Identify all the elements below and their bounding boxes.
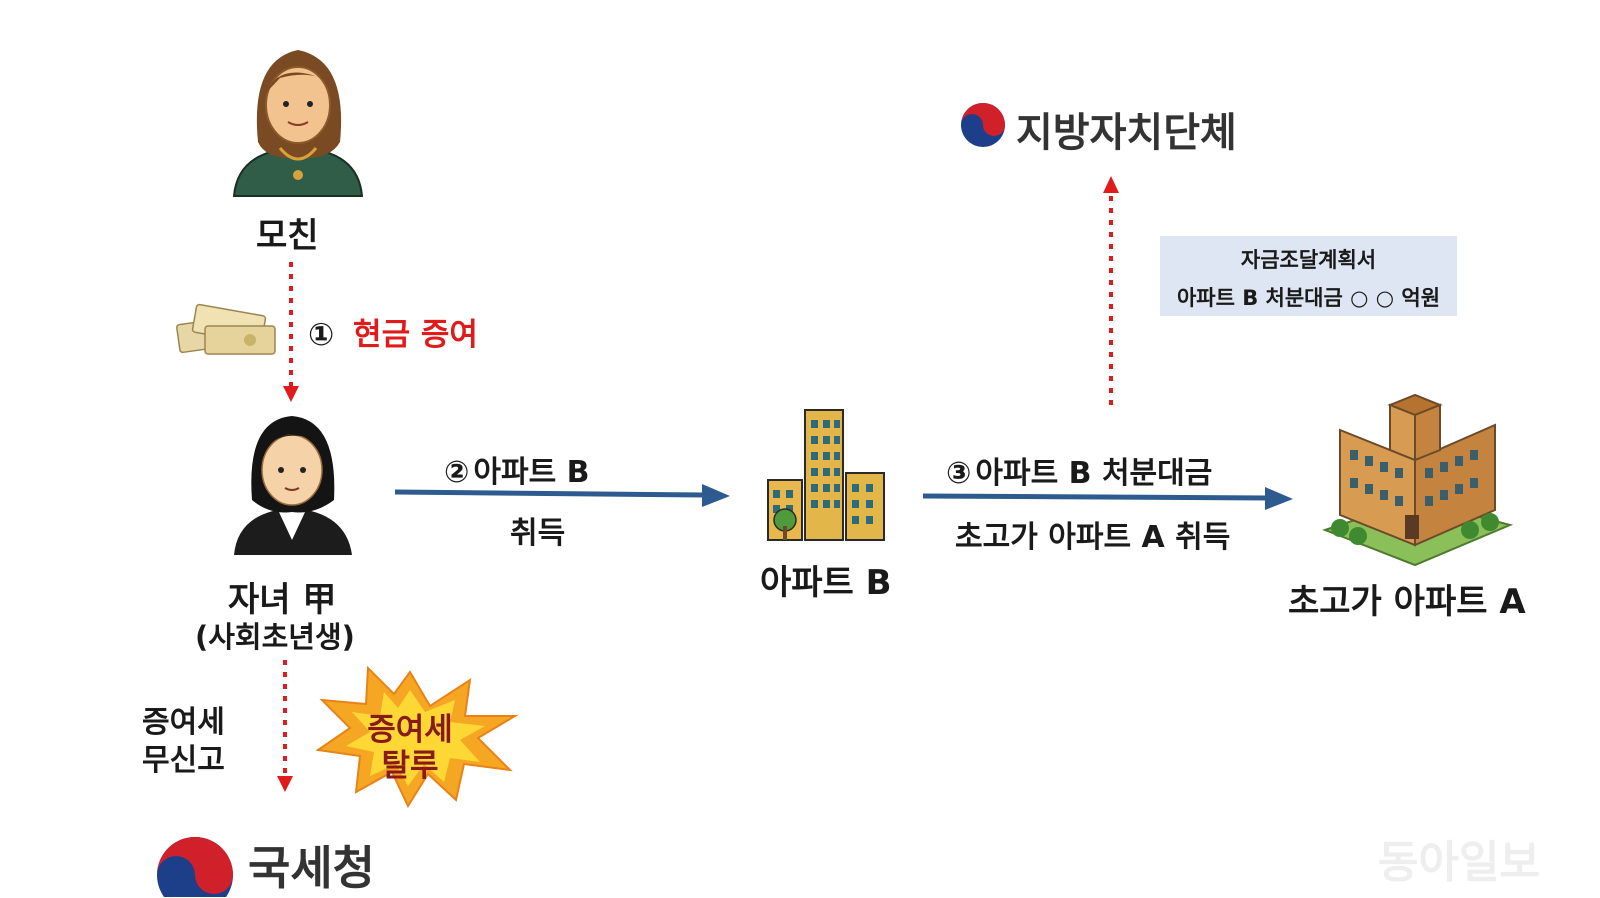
step2-arrow <box>394 484 730 507</box>
funding-plan-detail: 아파트 B 처분대금 ○ ○ 억원 <box>1176 286 1441 310</box>
child-icon <box>234 416 352 555</box>
burst-label: 증여세 탈루 <box>355 712 465 784</box>
apartment-b-icon <box>767 409 885 541</box>
unreported-label: 증여세 무신고 <box>142 704 225 780</box>
mother-icon <box>232 50 364 197</box>
step2-sublabel: 취득 <box>510 516 566 551</box>
unreported-line2: 무신고 <box>142 743 225 778</box>
report-arrow <box>1103 176 1119 405</box>
mother-label: 모친 <box>256 216 319 256</box>
funding-plan-box: 자금조달계획서 아파트 B 처분대금 ○ ○ 억원 <box>1160 236 1457 316</box>
watermark: 동아일보 <box>1378 837 1540 888</box>
step1-label: ① 현금 증여 <box>308 309 478 354</box>
step2-number: ② <box>444 455 470 490</box>
unreported-arrow <box>277 660 293 792</box>
step3-arrow <box>922 487 1293 510</box>
apartment-b-label: 아파트 B <box>760 563 892 603</box>
step3-number: ③ <box>946 456 972 491</box>
burst-line1: 증여세 <box>367 712 453 748</box>
apartment-a-label: 초고가 아파트 A <box>1288 582 1526 622</box>
local-gov-label: 지방자치단체 <box>1016 110 1237 156</box>
step3-text: 아파트 B 처분대금 <box>975 456 1213 491</box>
step1-number: ① <box>308 317 335 353</box>
apartment-a-icon <box>1322 393 1514 567</box>
local-gov-logo-icon <box>961 103 1005 147</box>
burst-line2: 탈루 <box>381 748 439 784</box>
child-sublabel: (사회초년생) <box>195 620 355 654</box>
tax-office-logo-icon <box>157 837 233 897</box>
step1-text: 현금 증여 <box>353 317 478 353</box>
child-label: 자녀 甲 <box>228 580 337 620</box>
step2-text: 아파트 B <box>473 455 590 490</box>
tax-office-label: 국세청 <box>248 841 375 895</box>
tax-evasion-burst <box>315 665 519 809</box>
step3-sublabel: 초고가 아파트 A 취득 <box>955 520 1231 555</box>
funding-plan-title: 자금조달계획서 <box>1240 248 1377 272</box>
unreported-line1: 증여세 <box>142 705 225 740</box>
cash-icon <box>176 303 276 355</box>
step1-arrow <box>283 262 299 402</box>
